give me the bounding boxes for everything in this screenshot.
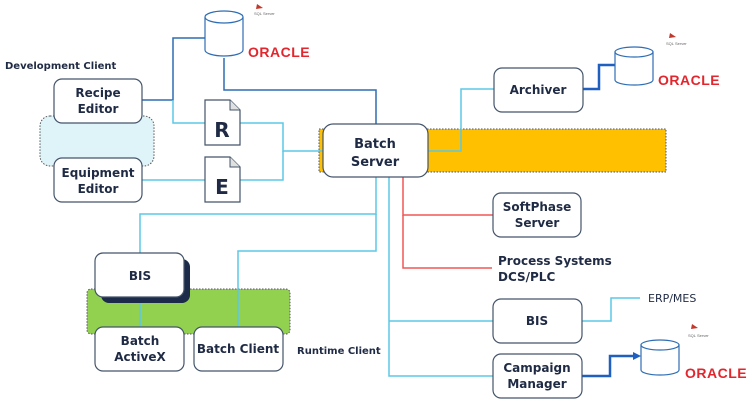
- link-e-batch-server: [240, 151, 284, 181]
- link-campaign-manager-db: [582, 354, 635, 378]
- link-bis-erp: [582, 297, 640, 322]
- recipe-editor-label-line2: Editor: [78, 102, 119, 116]
- sql-server-label: SQL Server: [666, 41, 687, 46]
- link-archiver-db: [583, 63, 615, 91]
- batch-activex-node[interactable]: Batch ActiveX: [94, 326, 185, 372]
- link-batch-server-trunk: [388, 177, 493, 377]
- link-recipe-editor-r: [172, 100, 205, 124]
- development-client-label: Development Client: [5, 61, 117, 72]
- link-db-batch-server: [223, 58, 377, 125]
- recipe-document-icon: R: [204, 99, 241, 146]
- database-campaign: SQL Server ORACLE: [640, 324, 747, 381]
- bis-client-node[interactable]: BIS: [94, 252, 190, 303]
- campaign-manager-node[interactable]: Campaign Manager: [492, 353, 583, 399]
- oracle-logo: ORACLE: [658, 72, 720, 88]
- sql-server-icon: [669, 33, 676, 38]
- softphase-server-label-line2: Server: [515, 216, 560, 230]
- batch-server-label-line1: Batch: [354, 137, 396, 152]
- equipment-editor-label-line2: Editor: [78, 182, 119, 196]
- link-batch-server-archiver: [428, 88, 494, 152]
- equipment-document-letter: E: [215, 175, 229, 199]
- erp-mes-label: ERP/MES: [648, 292, 696, 305]
- process-systems-label-line1: Process Systems: [498, 254, 612, 268]
- batch-client-label: Batch Client: [197, 342, 280, 356]
- batch-activex-label-line1: Batch: [121, 334, 160, 348]
- process-systems-label-line2: DCS/PLC: [498, 270, 555, 284]
- recipe-editor-node[interactable]: Recipe Editor: [53, 78, 143, 124]
- link-batch-server-process-systems: [402, 215, 492, 269]
- batch-server-node[interactable]: Batch Server: [322, 123, 429, 178]
- softphase-server-node[interactable]: SoftPhase Server: [492, 192, 582, 238]
- oracle-logo: ORACLE: [685, 365, 747, 381]
- link-recipe-editor-db: [142, 37, 205, 101]
- sql-server-icon: [256, 4, 263, 9]
- database-archiver: SQL Server ORACLE: [614, 33, 720, 88]
- arrow-head: [633, 352, 641, 360]
- softphase-server-label-line1: SoftPhase: [503, 200, 572, 214]
- bis-client-label: BIS: [129, 269, 151, 283]
- equipment-editor-node[interactable]: Equipment Editor: [53, 157, 143, 203]
- bis-server-node[interactable]: BIS: [492, 298, 583, 344]
- link-batch-server-softphase: [402, 177, 493, 216]
- sql-server-icon: [691, 324, 698, 329]
- equipment-editor-label-line1: Equipment: [62, 166, 135, 180]
- runtime-client-label: Runtime Client: [297, 346, 381, 357]
- database-top: SQL Server ORACLE: [204, 4, 310, 60]
- connections: [139, 37, 641, 378]
- equipment-document-icon: E: [204, 156, 241, 203]
- batch-server-label-line2: Server: [351, 155, 400, 170]
- batch-activex-label-line2: ActiveX: [114, 350, 166, 364]
- archiver-label: Archiver: [510, 83, 567, 97]
- link-batch-server-bis-left: [139, 177, 377, 253]
- recipe-editor-label-line1: Recipe: [75, 86, 120, 100]
- oracle-logo: ORACLE: [248, 44, 310, 60]
- campaign-manager-label-line2: Manager: [507, 377, 566, 391]
- recipe-document-letter: R: [214, 118, 229, 142]
- link-batch-server-batch-client: [237, 214, 377, 327]
- sql-server-label: SQL Server: [254, 11, 275, 16]
- campaign-manager-label-line1: Campaign: [503, 361, 570, 375]
- sql-server-label: SQL Server: [688, 333, 709, 338]
- batch-client-node[interactable]: Batch Client: [193, 326, 284, 372]
- bis-server-label: BIS: [526, 314, 548, 328]
- link-r-batch-server: [240, 122, 323, 152]
- archiver-node[interactable]: Archiver: [493, 67, 584, 113]
